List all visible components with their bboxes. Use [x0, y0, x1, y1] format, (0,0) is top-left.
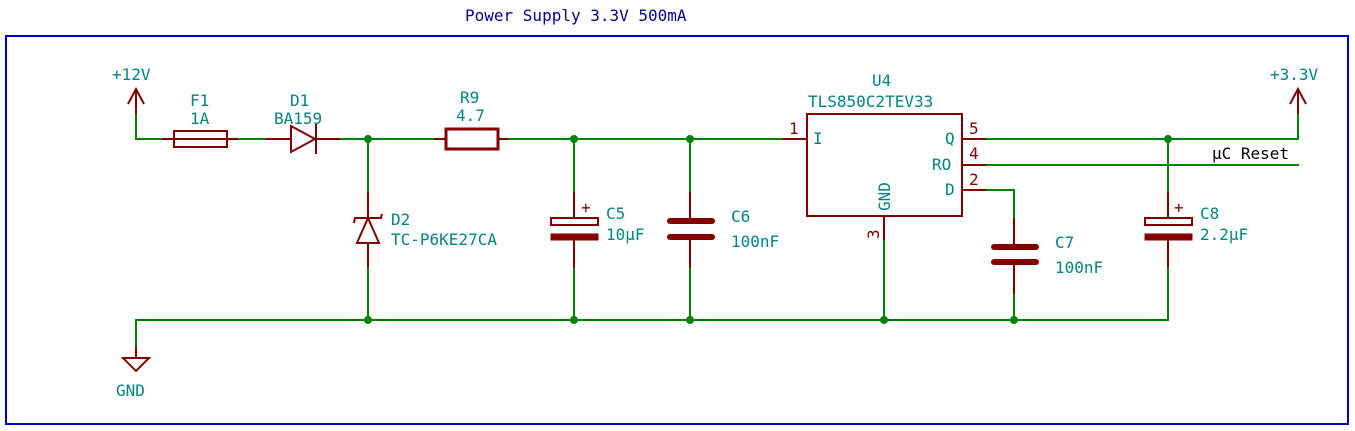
junction: [364, 316, 372, 324]
ground-icon: [120, 357, 152, 373]
junction: [1164, 135, 1172, 143]
fuse-f1[interactable]: F1 1A: [162, 91, 238, 148]
capacitor-c7[interactable]: C7 100nF: [991, 218, 1103, 294]
power-12v-label: +12V: [112, 65, 151, 84]
resistor-icon: [444, 127, 500, 151]
f1-value: 1A: [190, 109, 210, 128]
c5-ref: C5: [606, 204, 625, 223]
wire-c7-top: [986, 189, 1015, 218]
d1-ref: D1: [290, 91, 309, 110]
cap-plate-negative: [1144, 233, 1193, 241]
pin-2-name: D: [945, 180, 955, 199]
diode-icon: [290, 124, 318, 154]
pin-1-name: I: [813, 129, 823, 148]
diode-d1[interactable]: D1 BA159: [266, 91, 340, 154]
pin-4-name: RO: [932, 155, 951, 174]
d1-value: BA159: [274, 109, 322, 128]
c5-polarity: +: [581, 198, 591, 217]
junction: [570, 135, 578, 143]
power-12v[interactable]: +12V: [112, 65, 151, 114]
sheet-frame: [5, 35, 1349, 425]
sheet-title: Power Supply 3.3V 500mA: [465, 6, 687, 25]
c8-polarity: +: [1174, 198, 1184, 217]
c8-ref: C8: [1200, 204, 1219, 223]
tvs-diode-d2[interactable]: D2 TC-P6KE27CA: [353, 192, 497, 268]
capacitor-c6[interactable]: C6 100nF: [667, 192, 779, 268]
c5-value: 10µF: [606, 225, 645, 244]
c6-value: 100nF: [731, 232, 779, 251]
cap-plate-positive: [550, 217, 599, 226]
net-label-reset[interactable]: µC Reset: [1212, 144, 1289, 163]
resistor-r9[interactable]: R9 4.7: [434, 88, 508, 151]
tvs-bar: [353, 213, 383, 224]
cap-plate-negative: [550, 233, 599, 241]
u4-ref: U4: [872, 71, 891, 90]
regulator-u4[interactable]: U4 TLS850C2TEV33 1 I 5 Q 4 RO 2 D 3 GND: [782, 71, 986, 240]
r9-value: 4.7: [456, 106, 485, 125]
arrow-up-icon: [127, 86, 145, 105]
d2-ref: D2: [391, 210, 410, 229]
junction: [570, 316, 578, 324]
junction: [364, 135, 372, 143]
c8-value: 2.2µF: [1200, 225, 1248, 244]
junction: [686, 135, 694, 143]
pin-2-number: 2: [969, 170, 979, 189]
power-3v3-label: +3.3V: [1270, 65, 1319, 84]
cap-plate-positive: [1144, 217, 1193, 226]
zener-diode-icon: [355, 215, 381, 244]
pin-5-number: 5: [969, 119, 979, 138]
pin-4-number: 4: [969, 144, 979, 163]
f1-ref: F1: [190, 91, 209, 110]
capacitor-c8[interactable]: + C8 2.2µF: [1144, 192, 1248, 268]
ic-body: [806, 113, 963, 217]
pin-1-number: 1: [789, 119, 799, 138]
power-3v3[interactable]: +3.3V: [1270, 65, 1319, 114]
d2-value: TC-P6KE27CA: [391, 230, 497, 249]
pin-3-name: GND: [875, 182, 894, 211]
c6-ref: C6: [731, 207, 750, 226]
wire-12v: [135, 114, 162, 140]
junction: [880, 316, 888, 324]
c7-value: 100nF: [1055, 258, 1103, 277]
power-gnd[interactable]: GND: [116, 347, 152, 400]
wire-3v3: [986, 114, 1299, 140]
pin-3-number: 3: [864, 229, 883, 239]
capacitor-c5[interactable]: + C5 10µF: [550, 192, 645, 268]
junction: [1010, 316, 1018, 324]
junction: [686, 316, 694, 324]
arrow-up-icon: [1289, 86, 1307, 105]
c7-ref: C7: [1055, 233, 1074, 252]
r9-ref: R9: [460, 88, 479, 107]
wire-gnd-rail: [135, 268, 1169, 347]
gnd-label: GND: [116, 381, 145, 400]
wires: [135, 114, 1299, 347]
junctions: [364, 135, 1172, 324]
u4-value: TLS850C2TEV33: [808, 92, 933, 111]
pin-5-name: Q: [945, 129, 955, 148]
